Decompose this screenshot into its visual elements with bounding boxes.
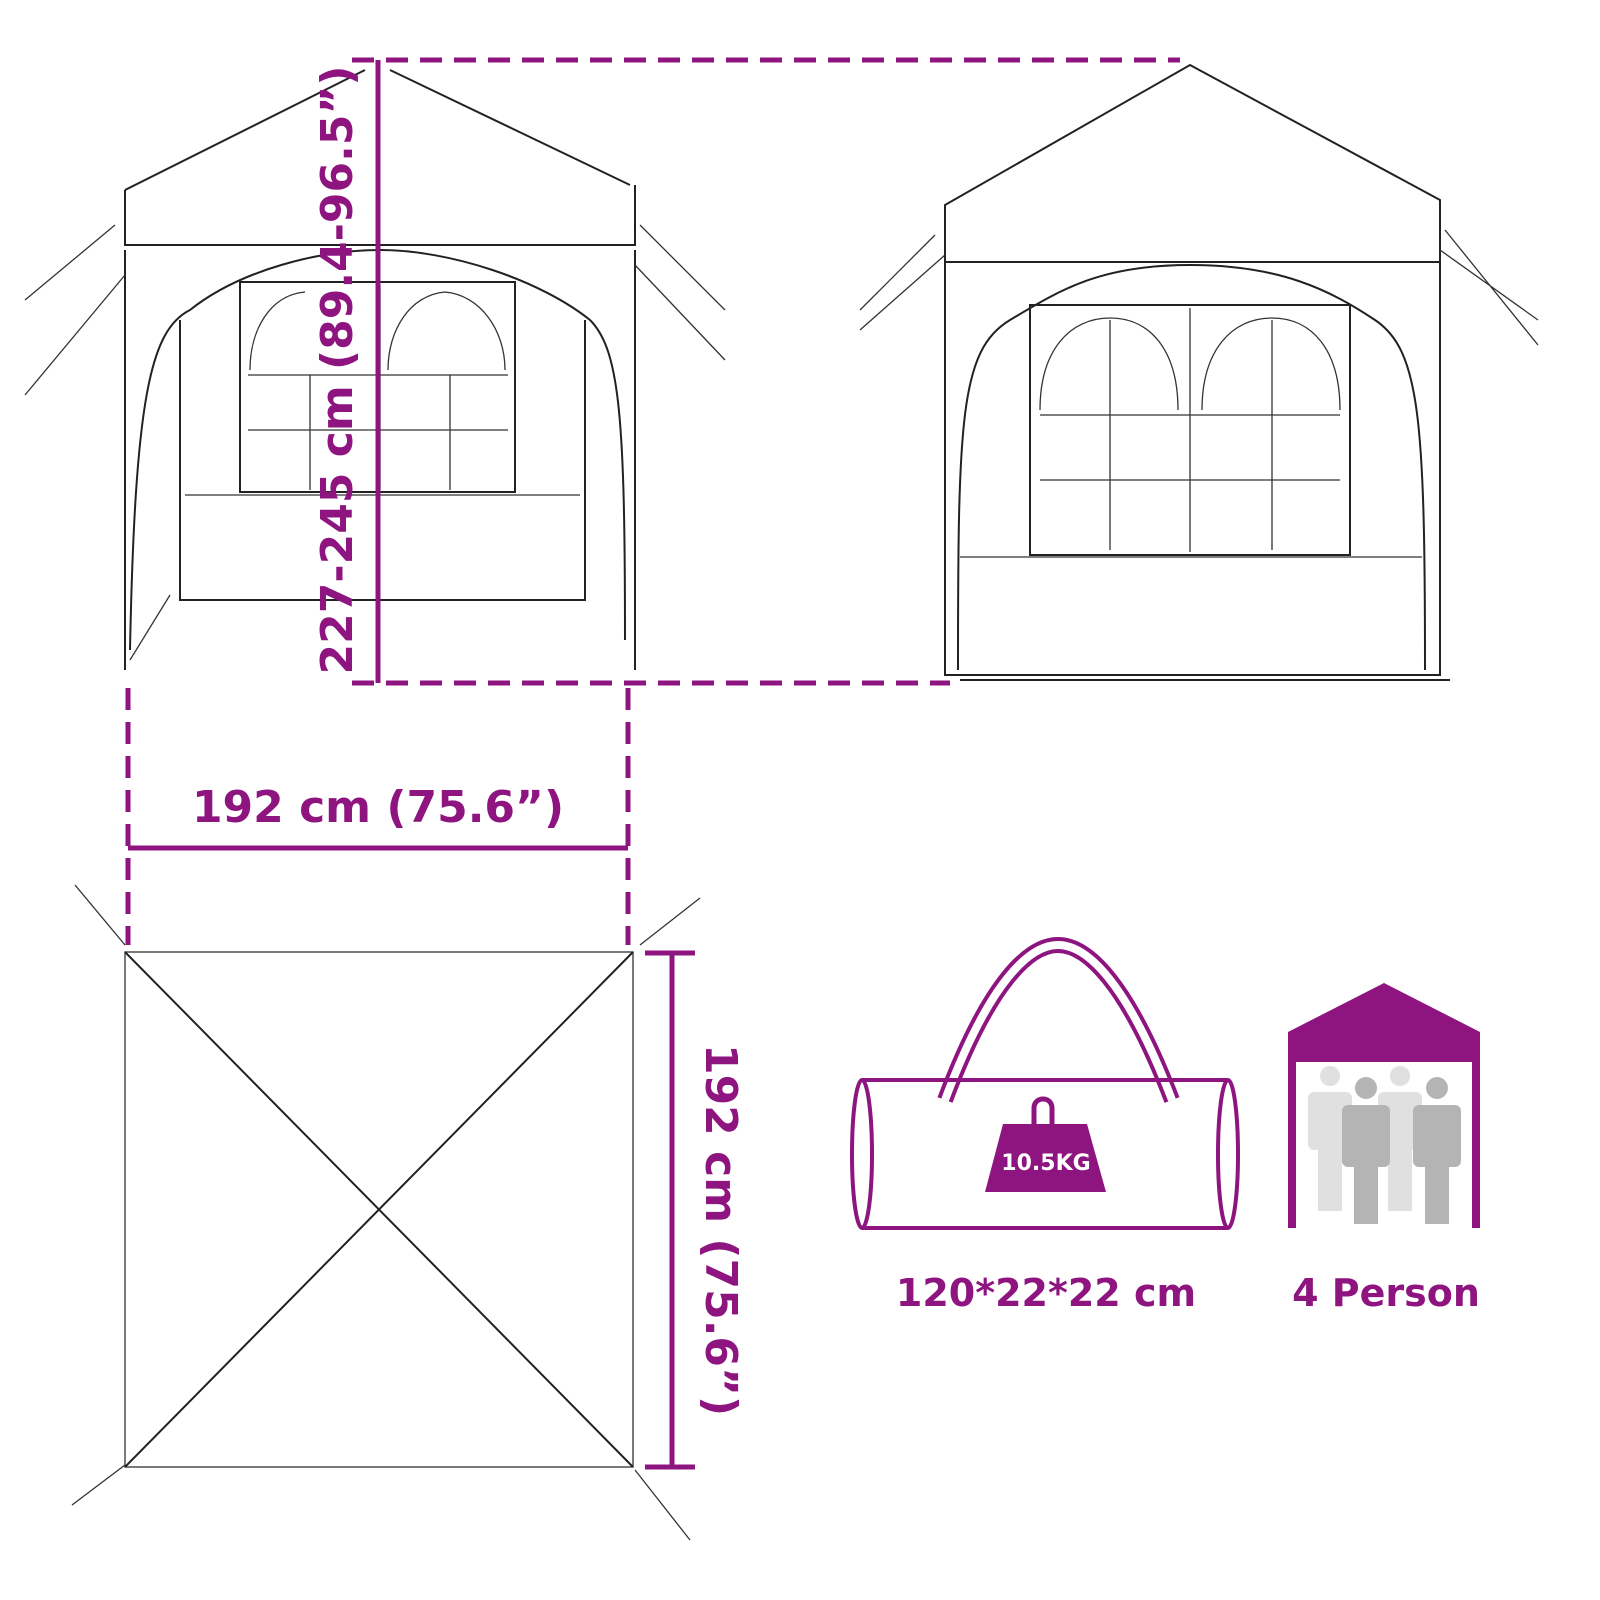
capacity-label: 4 Person <box>1292 1271 1480 1315</box>
dimension-lines <box>125 57 1180 1470</box>
weight-label: 10.5KG <box>1001 1151 1090 1176</box>
width-dimension-label: 192 cm (75.6”) <box>192 782 564 833</box>
tent-people-icon <box>1288 983 1480 1228</box>
depth-dimension-label: 192 cm (75.6”) <box>695 1044 746 1416</box>
tent-front-view <box>24 69 726 670</box>
tent-top-view <box>71 884 701 1541</box>
carry-bag-icon <box>850 936 1240 1230</box>
tent-side-view <box>859 63 1539 681</box>
height-dimension-label: 227-245 cm (89.4-96.5”) <box>312 65 363 674</box>
package-size-label: 120*22*22 cm <box>896 1271 1196 1315</box>
